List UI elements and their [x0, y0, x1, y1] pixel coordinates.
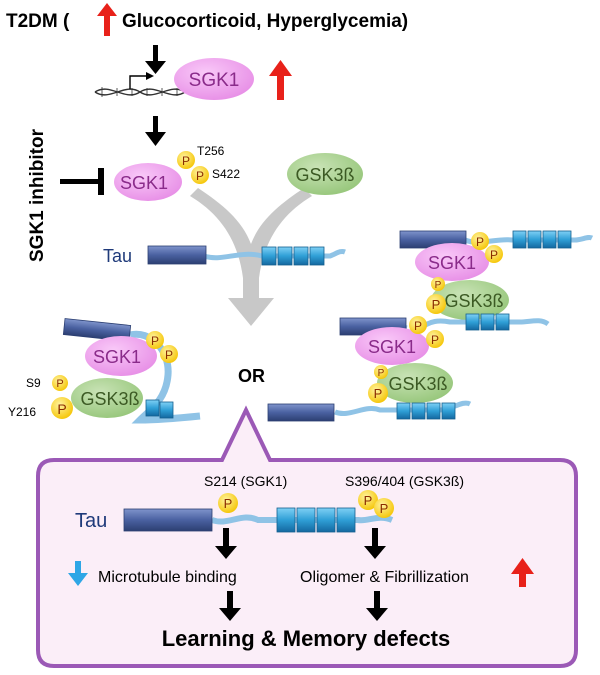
down-arrow-icon: [219, 591, 241, 621]
sgk1-label: SGK1: [120, 173, 168, 193]
phospho-p-label: P: [364, 493, 373, 508]
phospho-p-label: P: [431, 333, 439, 347]
outcome-label: Learning & Memory defects: [162, 626, 451, 651]
site-t256: T256: [197, 144, 225, 158]
phospho-p-label: P: [182, 154, 190, 168]
phospho-s404: P: [374, 498, 394, 518]
phospho-p-label: P: [151, 334, 159, 348]
down-arrow-icon: [145, 45, 166, 74]
phospho-p-label: P: [414, 319, 422, 333]
phospho-t256: P: [177, 151, 195, 169]
site-s422: S422: [212, 167, 240, 181]
down-arrow-icon: [366, 591, 388, 621]
sgk1-inhibitor-label: SGK1 inhibitor: [27, 128, 48, 262]
gsk3b-label: GSK3ß: [295, 165, 354, 185]
sgk1-label: SGK1: [428, 253, 476, 273]
left-complex: SGK1 P P GSK3ß P P: [51, 318, 201, 424]
phospho-p-label: P: [374, 386, 383, 401]
down-arrow-icon: [364, 528, 386, 559]
site-s214: S214 (SGK1): [204, 473, 287, 489]
site-s396-404: S396/404 (GSK3ß): [345, 473, 464, 489]
gsk3b-label: GSK3ß: [388, 374, 447, 394]
sgk1-label: SGK1: [368, 337, 416, 357]
panel-tau-protein: [123, 507, 394, 533]
or-label: OR: [238, 366, 265, 386]
down-arrow-icon: [215, 528, 237, 559]
up-arrow-icon: [511, 558, 534, 587]
merge-arrow: [190, 188, 312, 326]
phospho-p-label: P: [378, 368, 385, 379]
right-complex: SGK1 P P GSK3ß P P SGK1 P P GSK3ß P P: [267, 230, 594, 422]
site-y216: Y216: [8, 405, 36, 419]
phospho-p-label: P: [57, 401, 66, 417]
header-causes: Glucocorticoid, Hyperglycemia): [122, 11, 408, 32]
phospho-p-label: P: [165, 348, 173, 362]
promoter-arrow-icon: [129, 72, 154, 89]
header-t2dm: T2DM (: [6, 11, 70, 32]
effect-microtubule: Microtubule binding: [98, 569, 237, 586]
inhibition-bar-icon: [60, 168, 104, 195]
phospho-p-label: P: [476, 235, 484, 249]
phospho-p-label: P: [432, 297, 441, 312]
sgk1-active-node: SGK1: [114, 163, 182, 201]
phospho-s396: P: [358, 490, 378, 510]
callout-panel: [36, 405, 578, 668]
tau-label: Tau: [103, 246, 132, 266]
phospho-p-label: P: [56, 378, 63, 390]
site-s9: S9: [26, 376, 41, 390]
effect-oligomer: Oligomer & Fibrillization: [300, 569, 469, 586]
sgk1-expressed-node: SGK1: [174, 58, 254, 100]
panel-tau-label: Tau: [75, 510, 107, 532]
up-arrow-icon: [97, 3, 117, 36]
sgk1-label: SGK1: [189, 70, 240, 91]
down-arrow-blue-icon: [68, 561, 88, 586]
phospho-p-label: P: [435, 280, 442, 291]
gsk3b-label: GSK3ß: [444, 291, 503, 311]
phospho-s214: P: [218, 493, 238, 513]
phospho-p-label: P: [196, 169, 204, 183]
gsk3b-label: GSK3ß: [80, 389, 139, 409]
phospho-p-label: P: [380, 501, 389, 516]
sgk1-label: SGK1: [93, 347, 141, 367]
phospho-s422: P: [191, 166, 209, 184]
down-arrow-icon: [145, 116, 166, 146]
tau-protein: [147, 245, 346, 266]
gsk3b-node: GSK3ß: [287, 153, 363, 195]
phospho-p-label: P: [224, 496, 233, 511]
up-arrow-icon: [269, 60, 292, 100]
phospho-p-label: P: [490, 248, 498, 262]
